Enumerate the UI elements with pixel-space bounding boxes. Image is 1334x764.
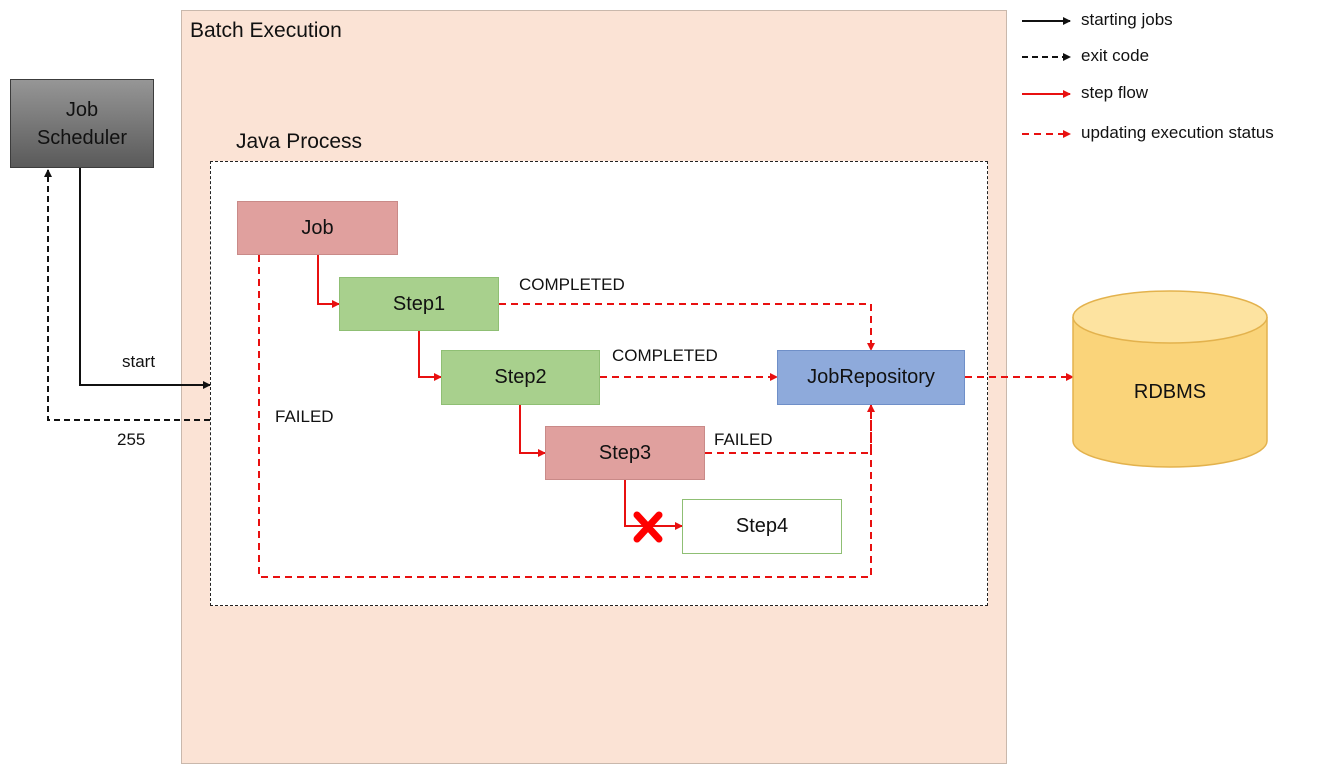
start-label: start xyxy=(122,352,156,371)
rdbms-label: RDBMS xyxy=(1133,380,1207,403)
job-scheduler-node[interactable]: Job Scheduler xyxy=(10,79,154,168)
job-scheduler-label-line1: Job xyxy=(65,98,99,121)
exit-code-connector xyxy=(44,169,210,421)
step2-completed-label: COMPLETED xyxy=(612,346,718,365)
batch-execution-title: Batch Execution xyxy=(190,19,342,42)
step2-to-step3-flow xyxy=(519,405,546,457)
job-node[interactable]: Job xyxy=(237,201,398,255)
failure-x-icon xyxy=(633,511,663,543)
legend-updating-status: updating execution status xyxy=(1081,123,1274,142)
job-scheduler-label-line2: Scheduler xyxy=(36,126,128,149)
legend-step-flow: step flow xyxy=(1081,83,1149,102)
java-process-title: Java Process xyxy=(236,130,363,153)
start-connector xyxy=(79,168,211,389)
step3-node[interactable]: Step3 xyxy=(545,426,705,480)
job-status-update xyxy=(258,255,872,578)
job-repository-node[interactable]: JobRepository xyxy=(777,350,965,405)
step1-to-step2-flow xyxy=(418,331,442,381)
step3-failed-label: FAILED xyxy=(714,430,773,449)
job-failed-label: FAILED xyxy=(275,407,334,426)
step2-node[interactable]: Step2 xyxy=(441,350,600,405)
step3-status-update xyxy=(705,404,875,454)
step1-completed-label: COMPLETED xyxy=(519,275,625,294)
step1-node[interactable]: Step1 xyxy=(339,277,499,331)
database-cylinder-icon xyxy=(1072,290,1268,468)
step1-status-update xyxy=(499,303,875,351)
legend-exit-code: exit code xyxy=(1081,46,1150,65)
step4-node[interactable]: Step4 xyxy=(682,499,842,554)
step3-to-step4-flow xyxy=(624,480,683,530)
exit-code-label: 255 xyxy=(117,430,146,449)
job-to-step1-flow xyxy=(317,255,340,308)
legend-starting-jobs: starting jobs xyxy=(1081,10,1173,29)
